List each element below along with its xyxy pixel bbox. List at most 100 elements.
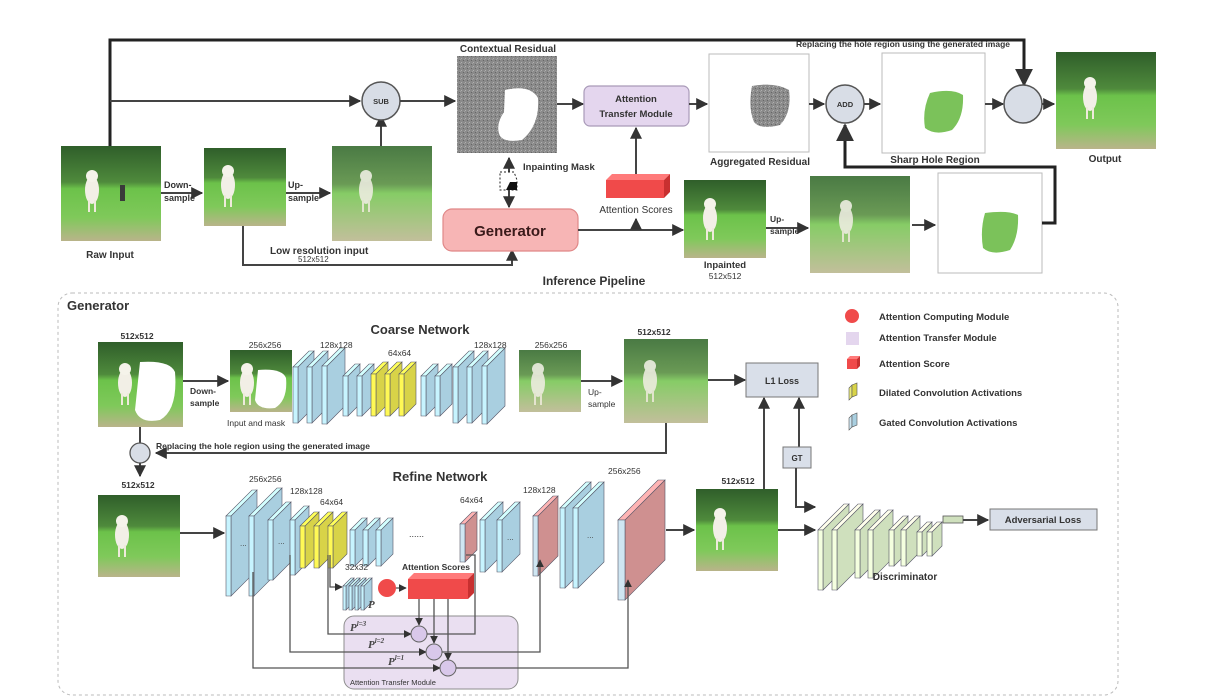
legend: Attention Computing Module Attention Tra… — [845, 309, 1022, 431]
gated-conv-layer — [434, 363, 453, 417]
downsample-label-2: sample — [164, 193, 195, 203]
sharp-hole-label: Sharp Hole Region — [890, 155, 979, 166]
coarse-input-image — [98, 342, 183, 427]
refine-attention-scores-label: Attention Scores — [402, 562, 470, 572]
lowres-to-generator-arrow — [242, 226, 518, 266]
inpainted-upsample-2: sample — [770, 226, 800, 236]
attention-computing-module — [378, 579, 396, 597]
atm-node-p3 — [410, 625, 428, 643]
refine-64b: 64x64 — [460, 495, 483, 505]
discriminator-layer — [926, 521, 943, 557]
skip-connection-line — [108, 38, 1033, 150]
attention-transfer-layer — [459, 511, 478, 563]
refine-128: 128x128 — [290, 486, 323, 496]
l1-loss-label: L1 Loss — [765, 376, 799, 386]
upsample-label-2: sample — [288, 193, 319, 203]
low-res-label: Low resolution input — [270, 246, 369, 257]
p-label: P — [368, 599, 375, 611]
adversarial-loss-label: Adversarial Loss — [1005, 515, 1082, 526]
contextual-residual-image — [457, 56, 557, 153]
legend-item-label: Attention Computing Module — [879, 312, 1009, 323]
low-res-size: 512x512 — [298, 255, 329, 264]
disc-output-slab — [942, 515, 964, 524]
upsampled-inpainted-image — [810, 176, 910, 273]
attention-transfer-layer — [617, 479, 666, 601]
generator-panel-border — [57, 292, 1119, 696]
refine-output-image — [696, 489, 778, 571]
input-and-mask-label: Input and mask — [227, 418, 286, 428]
coarse-upsample-1: Up- — [588, 387, 602, 397]
generator-label: Generator — [474, 223, 546, 240]
sub-node: SUB — [361, 81, 401, 121]
replacing-back-arrow — [154, 423, 667, 459]
atm-node-p1 — [439, 659, 457, 677]
coarse-128b: 128x128 — [474, 340, 507, 350]
add-label: ADD — [837, 100, 854, 109]
refine-256: 256x256 — [249, 474, 282, 484]
coarse-downsample-2: sample — [190, 398, 220, 408]
sub-label: SUB — [373, 97, 389, 106]
low-res-image — [204, 148, 286, 226]
gt-to-disc-arrow — [795, 468, 817, 513]
refine-256b: 256x256 — [608, 466, 641, 476]
inpainting-mask-label: Inpainting Mask — [523, 162, 596, 173]
coarse-out-512: 512x512 — [637, 327, 670, 337]
attention-scores-label: Attention Scores — [599, 205, 672, 216]
gt-label: GT — [791, 454, 802, 463]
coarse-down-size: 256x256 — [249, 340, 282, 350]
p-feature-layers — [342, 577, 373, 611]
refine-atm-label: Attention Transfer Module — [350, 678, 436, 687]
svg-text:...: ... — [587, 531, 594, 540]
inpainted-label: Inpainted — [704, 260, 746, 271]
generator-block: Generator — [442, 208, 579, 252]
gated-conv-layer: ... — [267, 501, 292, 581]
discriminator-layer — [900, 515, 921, 567]
output-image — [1056, 52, 1156, 149]
refine-network-layers: ............ — [225, 479, 666, 601]
red-cube-icon — [847, 356, 860, 369]
upsample-label-1: Up- — [288, 180, 303, 190]
p3-input-line — [327, 555, 412, 638]
atm-node-p2 — [425, 643, 443, 661]
gated-conv-layer: ... — [572, 481, 605, 589]
generator-panel-title: Generator — [67, 298, 129, 313]
refine-128b: 128x128 — [523, 485, 556, 495]
svg-text:...: ... — [240, 539, 247, 548]
inpainted-upsample-1: Up- — [770, 214, 784, 224]
legend-item-label: Attention Score — [879, 359, 950, 370]
legend-item-label: Attention Transfer Module — [879, 333, 997, 344]
refine-in-size: 512x512 — [121, 480, 154, 490]
refine-dots: ...... — [409, 529, 424, 539]
coarse-merge-node — [129, 442, 151, 464]
size-32: 32x32 — [345, 562, 368, 572]
p2-output-line — [442, 559, 544, 653]
dilated-conv-layer — [327, 511, 348, 569]
refine-attention-scores-cube — [408, 573, 474, 599]
l1-loss-box: L1 Loss — [745, 362, 819, 398]
replacing-label-top: Replacing the hole region using the gene… — [796, 39, 1010, 49]
attention-scores-cube — [606, 174, 670, 198]
downsample-label-1: Down- — [164, 180, 192, 190]
attention-transfer-layer — [532, 495, 559, 577]
atm-label-1: Attention — [615, 94, 657, 105]
coarse-downsampled-image — [230, 350, 292, 412]
sharp-hole-region-image — [881, 52, 986, 154]
coarse-out-256: 256x256 — [535, 340, 568, 350]
discriminator-layer — [867, 509, 894, 579]
coarse-64: 64x64 — [388, 348, 411, 358]
aggregated-residual-image — [708, 53, 810, 153]
p3-output-line — [427, 554, 476, 635]
gated-conv-layer — [481, 347, 506, 425]
coarse-input-size: 512x512 — [120, 331, 153, 341]
gated-conv-layer — [375, 517, 394, 567]
yellow-slab-icon — [848, 382, 858, 401]
p2-input-line — [289, 555, 427, 656]
legend-item-label: Dilated Convolution Activations — [879, 388, 1022, 399]
upsampled-blurry-image — [332, 146, 432, 241]
p2-label: Pl=2 — [368, 637, 385, 651]
contextual-residual-label: Contextual Residual — [460, 44, 556, 55]
coarse-network-title: Coarse Network — [371, 322, 471, 337]
refine-out-size: 512x512 — [721, 476, 754, 486]
p1-input-line — [252, 572, 441, 672]
